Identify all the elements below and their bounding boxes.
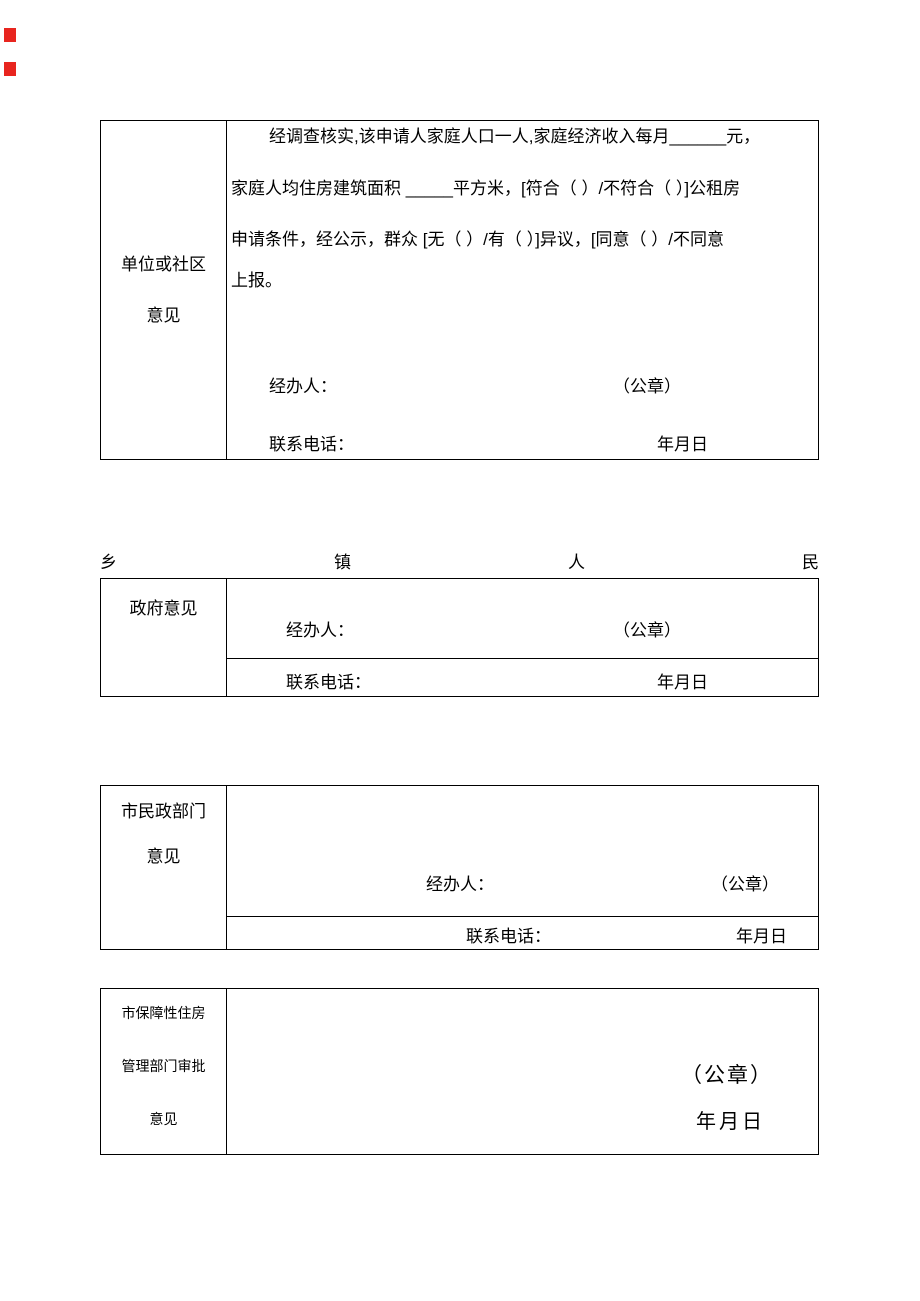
unit-community-opinion-header: 单位或社区 意见 <box>101 121 227 459</box>
phone-label: 联系电话： <box>286 673 371 692</box>
phone-label: 联系电话： <box>466 927 551 946</box>
handler-label: 经办人： <box>286 621 354 640</box>
header-line: 单位或社区 <box>121 254 206 274</box>
body-line: 家庭人均住房建筑面积 _____平方米，[符合（ ）/不符合（ ）]公租房 <box>231 179 741 198</box>
header-line: 意见 <box>146 847 181 866</box>
spread-char: 乡 <box>100 553 117 572</box>
row-divider <box>227 658 818 659</box>
handler-label: 经办人： <box>426 875 494 894</box>
date-placeholder: 年月日 <box>657 673 708 692</box>
seal-placeholder: （公章） <box>711 875 779 894</box>
body-line: 上报。 <box>231 271 282 290</box>
seal-placeholder: （公章） <box>681 1064 773 1087</box>
header-line: 意见 <box>149 1111 178 1127</box>
row-divider <box>227 916 818 917</box>
header-line: 市民政部门 <box>121 802 206 821</box>
spread-char: 民 <box>802 553 819 572</box>
header-line: 市保障性住房 <box>121 1005 206 1021</box>
phone-label: 联系电话： <box>269 435 354 454</box>
header-line: 管理部门审批 <box>121 1058 206 1074</box>
date-placeholder: 年月日 <box>696 1111 765 1133</box>
date-placeholder: 年月日 <box>736 927 787 946</box>
revision-mark-icon <box>4 28 16 42</box>
unit-community-opinion-section: 单位或社区 意见 经调查核实,该申请人家庭人口一人,家庭经济收入每月______… <box>100 120 819 460</box>
body-line: 经调查核实,该申请人家庭人口一人,家庭经济收入每月______元， <box>269 127 761 146</box>
seal-placeholder: （公章） <box>613 377 681 396</box>
spread-char: 镇 <box>334 553 351 572</box>
spread-char: 人 <box>568 553 585 572</box>
seal-placeholder: （公章） <box>613 621 681 640</box>
housing-authority-approval-section: 市保障性住房 管理部门审批 意见 （公章） 年月日 <box>100 988 819 1155</box>
handler-label: 经办人： <box>269 377 337 396</box>
township-government-opinion-section: 政府意见 经办人： （公章） 联系电话： 年月日 <box>100 578 819 697</box>
civil-affairs-opinion-header: 市民政部门 意见 <box>101 786 227 949</box>
revision-mark-icon <box>4 62 16 76</box>
civil-affairs-opinion-section: 市民政部门 意见 经办人： （公章） 联系电话： 年月日 <box>100 785 819 950</box>
township-government-opinion-header: 政府意见 <box>101 579 227 696</box>
housing-authority-approval-header: 市保障性住房 管理部门审批 意见 <box>101 989 227 1154</box>
header-line: 意见 <box>146 305 181 325</box>
date-placeholder: 年月日 <box>657 435 708 454</box>
township-title-spread: 乡 镇 人 民 <box>100 551 819 575</box>
header-line: 政府意见 <box>129 599 198 618</box>
body-line: 申请条件，经公示，群众 [无（ ）/有（ ）]异议，[同意（ ）/不同意 <box>231 230 725 249</box>
